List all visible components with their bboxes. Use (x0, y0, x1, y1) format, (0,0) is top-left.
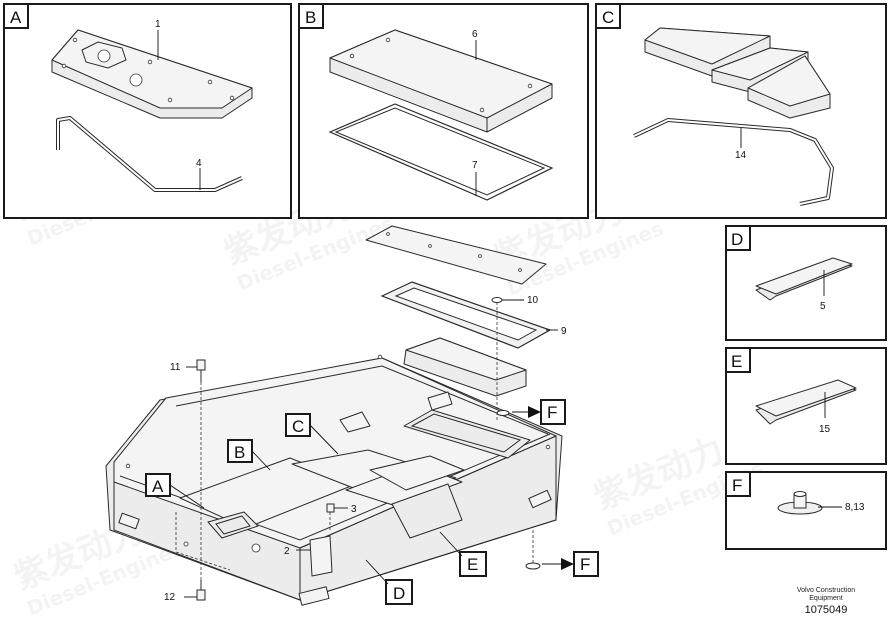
part-number-8-13: 8,13 (845, 502, 865, 513)
part-number-10: 10 (527, 295, 539, 306)
panel-b: B 6 7 (298, 3, 589, 219)
part-number-4: 4 (196, 158, 202, 169)
insulation-mat (329, 29, 553, 133)
svg-text:F: F (580, 555, 590, 574)
callout-c: C (285, 413, 339, 455)
panel-b-letter: B (305, 8, 316, 27)
panel-c-tag (595, 3, 621, 29)
svg-text:B: B (234, 443, 245, 462)
bolt-11 (196, 359, 206, 382)
panel-f-tag (725, 471, 751, 497)
exploded-plate (365, 225, 547, 285)
panel-e-letter: E (731, 352, 742, 371)
grommet-lower (525, 562, 541, 570)
exploded-pad (403, 337, 527, 397)
svg-text:F: F (547, 403, 557, 422)
panel-f-frame (725, 471, 887, 550)
part-number-14: 14 (735, 150, 747, 161)
part-number-2: 2 (284, 546, 290, 557)
grommet (777, 491, 823, 515)
corner-seal (633, 118, 834, 206)
callout-f-upper: F (512, 399, 566, 425)
frame-seal (328, 103, 554, 201)
callout-f-lower: F (542, 551, 599, 577)
main-assembly (105, 354, 563, 606)
panel-a-tag (3, 3, 29, 29)
part-number-11: 11 (170, 362, 181, 373)
seal-strip (56, 116, 243, 192)
panel-a: A 1 4 (3, 3, 292, 219)
part-number-12: 12 (164, 592, 176, 603)
cover-plate (51, 29, 253, 119)
footer: Volvo Construction Equipment 1075049 (797, 587, 855, 616)
callout-d: D (365, 559, 413, 605)
insulation-blocks (644, 27, 831, 119)
pad-e (755, 379, 857, 425)
drawing-id: 1075049 (805, 604, 848, 616)
part-number-9: 9 (561, 326, 567, 337)
bolt-12 (196, 580, 206, 601)
panel-b-tag (298, 3, 324, 29)
panel-d-tag (725, 225, 751, 251)
panel-a-letter: A (10, 8, 22, 27)
grommet-10 (491, 297, 503, 303)
panel-c-letter: C (602, 8, 614, 27)
exploded-seal (380, 281, 552, 349)
panel-d-letter: D (731, 230, 743, 249)
panel-e: E 15 (725, 347, 887, 465)
callout-a: A (145, 473, 205, 509)
panel-e-tag (725, 347, 751, 373)
panel-f-letter: F (732, 476, 742, 495)
callout-b: B (227, 439, 271, 471)
part-number-15: 15 (819, 424, 831, 435)
panel-f: F 8,13 (725, 471, 887, 550)
part-number-7: 7 (472, 160, 478, 171)
pad-d (755, 257, 853, 301)
brand-line-1: Volvo Construction (797, 587, 855, 594)
part-number-3: 3 (351, 504, 357, 515)
svg-text:D: D (393, 584, 405, 603)
panel-d: D 5 (725, 225, 887, 341)
brand-line-2: Equipment (809, 595, 843, 602)
svg-text:C: C (292, 417, 304, 436)
callout-e: E (439, 531, 487, 577)
svg-text:A: A (152, 477, 164, 496)
part-number-5: 5 (820, 301, 826, 312)
panel-c: C 14 (595, 3, 887, 219)
part-number-6: 6 (472, 29, 478, 40)
svg-text:E: E (467, 555, 478, 574)
part-number-1: 1 (155, 19, 161, 30)
